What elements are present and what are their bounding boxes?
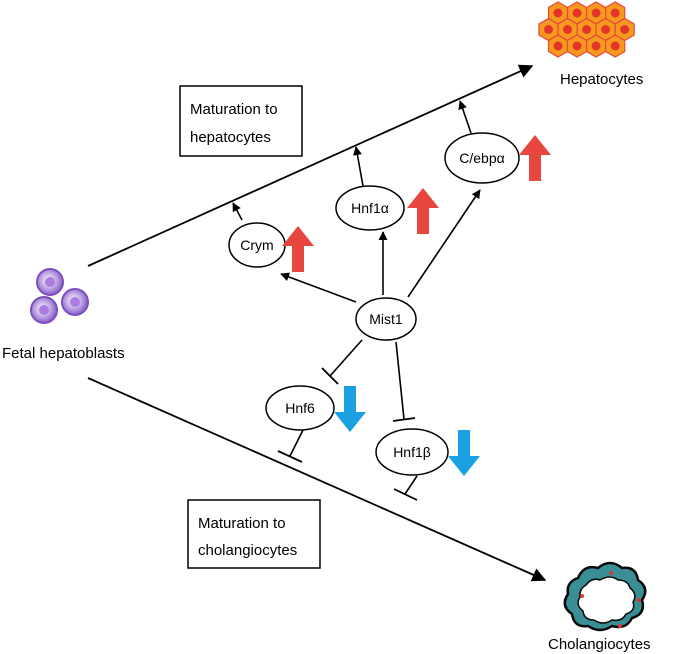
cebpa-upregulated-arrow-icon bbox=[519, 135, 551, 181]
hnf1a-upregulated-arrow-icon bbox=[407, 188, 439, 234]
hnf6-inhibits-cholangiocyte-maturation bbox=[277, 429, 304, 463]
hnf6-downregulated-arrow-icon bbox=[334, 386, 366, 432]
hexagon-nucleus bbox=[610, 41, 620, 51]
hexagon-nucleus bbox=[601, 25, 611, 34]
svg-text:Maturation to: Maturation to bbox=[190, 101, 278, 118]
hepatocytes-label: Hepatocytes bbox=[560, 71, 643, 88]
hexagon-nucleus bbox=[553, 8, 563, 18]
crym-upregulated-arrow-icon bbox=[282, 226, 314, 272]
hnf1a-node: Hnf1α bbox=[335, 185, 405, 231]
cholangiocytes-label: Cholangiocytes bbox=[548, 636, 651, 653]
cebpa-node: C/ebpα bbox=[444, 132, 520, 184]
maturation-to-hepatocytes-arrow bbox=[87, 64, 534, 267]
maturation-to-cholangiocytes-arrow bbox=[87, 377, 547, 582]
maturation-to-hepatocytes-box: Maturation to hepatocytes bbox=[179, 85, 303, 157]
svg-text:Hnf1β: Hnf1β bbox=[393, 444, 431, 460]
hepatocyte-cells-icon bbox=[538, 1, 635, 58]
fetal-hepatoblasts-label: Fetal hepatoblasts bbox=[2, 345, 125, 362]
svg-text:C/ebpα: C/ebpα bbox=[459, 150, 504, 166]
cholangiocyte-ring-icon bbox=[563, 561, 647, 632]
hnf1b-node: Hnf1β bbox=[375, 428, 449, 476]
mist1-to-cebpa-arrow bbox=[407, 189, 481, 298]
maturation-to-cholangiocytes-box: Maturation to cholangiocytes bbox=[187, 499, 321, 569]
hexagon-nucleus bbox=[591, 8, 601, 18]
hexagon-nucleus bbox=[591, 41, 601, 51]
hexagon-nucleus bbox=[610, 8, 620, 18]
hexagon-nucleus bbox=[544, 25, 553, 34]
svg-text:cholangiocytes: cholangiocytes bbox=[198, 542, 297, 559]
hnf1b-downregulated-arrow-icon bbox=[448, 430, 480, 476]
svg-text:Hnf1α: Hnf1α bbox=[351, 200, 389, 216]
svg-text:Hnf6: Hnf6 bbox=[285, 400, 315, 416]
hexagon-nucleus bbox=[620, 25, 630, 34]
hexagon-nucleus bbox=[553, 41, 563, 51]
svg-text:Crym: Crym bbox=[240, 237, 273, 253]
mist1-inhibits-hnf6 bbox=[321, 339, 363, 385]
svg-text:hepatocytes: hepatocytes bbox=[190, 129, 271, 146]
cebpa-to-maturation-arrow bbox=[458, 100, 472, 134]
mist1-node: Mist1 bbox=[355, 297, 417, 341]
hnf1a-to-maturation-arrow bbox=[353, 146, 364, 187]
hexagon-nucleus bbox=[572, 8, 582, 18]
hexagon-nucleus bbox=[582, 25, 592, 34]
crym-to-maturation-arrow bbox=[232, 202, 243, 221]
svg-text:Maturation to: Maturation to bbox=[198, 515, 286, 532]
fetal-hepatoblast-cells-icon bbox=[30, 268, 89, 324]
hexagon-nucleus bbox=[572, 41, 582, 51]
crym-node: Crym bbox=[228, 222, 286, 268]
hnf6-node: Hnf6 bbox=[265, 385, 335, 431]
mist1-inhibits-hnf1b bbox=[392, 341, 416, 422]
mist1-to-crym-arrow bbox=[280, 272, 357, 303]
hnf1b-inhibits-cholangiocyte-maturation bbox=[393, 475, 418, 501]
svg-text:Mist1: Mist1 bbox=[369, 311, 403, 327]
hexagon-nucleus bbox=[563, 25, 572, 34]
